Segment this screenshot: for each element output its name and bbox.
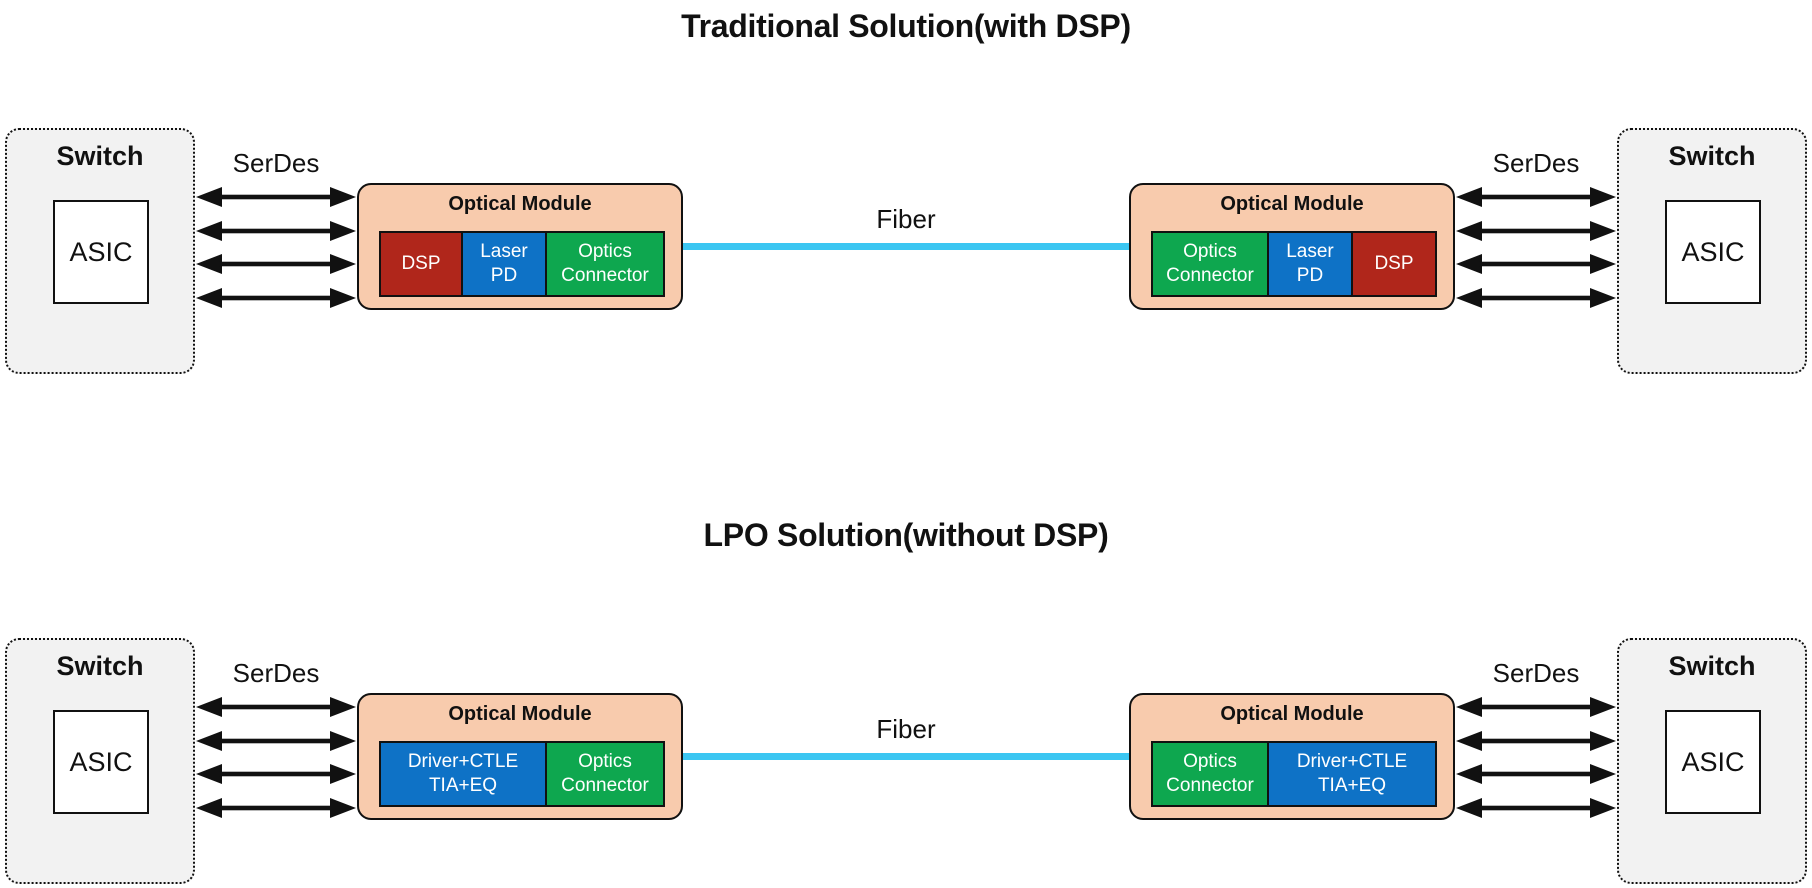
block-label: TIA+EQ [1317, 775, 1387, 796]
module-blocks: DSP Laser PD Optics Connector [379, 231, 665, 297]
dsp-block: DSP [379, 231, 463, 297]
laser-pd-block: Laser PD [463, 231, 547, 297]
double-arrow-icon [1456, 218, 1616, 244]
switch-label: Switch [1668, 651, 1756, 681]
fiber-label-bottom: Fiber [876, 714, 936, 744]
fiber-label-top: Fiber [876, 204, 936, 234]
section-title-traditional: Traditional Solution(with DSP) [681, 8, 1131, 44]
block-label: TIA+EQ [428, 775, 498, 796]
double-arrow-icon [1456, 285, 1616, 311]
optical-module-title: Optical Module [448, 703, 592, 725]
module-blocks: Optics Connector Driver+CTLE TIA+EQ [1151, 741, 1437, 807]
driver-ctle-block: Driver+CTLE TIA+EQ [379, 741, 547, 807]
double-arrow-icon [196, 728, 356, 754]
asic-chip: ASIC [1665, 710, 1761, 814]
serdes-label-top-left: SerDes [232, 148, 320, 178]
optical-module-title: Optical Module [1220, 193, 1364, 215]
block-label: Driver+CTLE [1296, 751, 1408, 773]
double-arrow-icon [196, 218, 356, 244]
switch-box-bottom-left: Switch ASIC [5, 638, 195, 884]
fiber-link-bottom [683, 753, 1129, 760]
block-label: Connector [561, 775, 649, 796]
dsp-block: DSP [1353, 231, 1437, 297]
block-label: Laser [480, 241, 528, 263]
section-title-lpo: LPO Solution(without DSP) [703, 517, 1109, 553]
block-label: Optics [1183, 751, 1237, 773]
block-label: DSP [1374, 253, 1414, 275]
block-label: Connector [1166, 775, 1254, 796]
block-label: Optics [578, 241, 632, 263]
switch-box-top-left: Switch ASIC [5, 128, 195, 374]
double-arrow-icon [196, 251, 356, 277]
laser-pd-block: Laser PD [1269, 231, 1353, 297]
asic-chip: ASIC [1665, 200, 1761, 304]
fiber-link-top [683, 243, 1129, 250]
block-label: PD [1296, 265, 1324, 286]
double-arrow-icon [196, 694, 356, 720]
double-arrow-icon [1456, 728, 1616, 754]
optics-connector-block: Optics Connector [1151, 741, 1269, 807]
optical-module-top-right: Optical Module Optics Connector Laser PD… [1129, 183, 1455, 310]
block-label: PD [490, 265, 518, 286]
block-label: Connector [561, 265, 649, 286]
block-label: Optics [578, 751, 632, 773]
module-blocks: Driver+CTLE TIA+EQ Optics Connector [379, 741, 665, 807]
asic-chip: ASIC [53, 200, 149, 304]
driver-ctle-block: Driver+CTLE TIA+EQ [1269, 741, 1437, 807]
double-arrow-icon [196, 285, 356, 311]
optical-module-title: Optical Module [448, 193, 592, 215]
optics-connector-block: Optics Connector [547, 231, 665, 297]
asic-chip: ASIC [53, 710, 149, 814]
block-label: Driver+CTLE [407, 751, 519, 773]
serdes-label-top-right: SerDes [1492, 148, 1580, 178]
optics-connector-block: Optics Connector [1151, 231, 1269, 297]
optics-connector-block: Optics Connector [547, 741, 665, 807]
optical-module-bottom-left: Optical Module Driver+CTLE TIA+EQ Optics… [357, 693, 683, 820]
switch-box-top-right: Switch ASIC [1617, 128, 1807, 374]
block-label: Optics [1183, 241, 1237, 263]
optical-module-bottom-right: Optical Module Optics Connector Driver+C… [1129, 693, 1455, 820]
double-arrow-icon [1456, 251, 1616, 277]
block-label: DSP [401, 253, 441, 275]
block-label: Connector [1166, 265, 1254, 286]
optical-module-top-left: Optical Module DSP Laser PD Optics Conne… [357, 183, 683, 310]
double-arrow-icon [1456, 795, 1616, 821]
optical-module-title: Optical Module [1220, 703, 1364, 725]
block-label: Laser [1286, 241, 1334, 263]
switch-box-bottom-right: Switch ASIC [1617, 638, 1807, 884]
double-arrow-icon [196, 761, 356, 787]
double-arrow-icon [196, 795, 356, 821]
double-arrow-icon [1456, 184, 1616, 210]
module-blocks: Optics Connector Laser PD DSP [1151, 231, 1437, 297]
switch-label: Switch [56, 651, 144, 681]
double-arrow-icon [1456, 761, 1616, 787]
double-arrow-icon [1456, 694, 1616, 720]
switch-label: Switch [56, 141, 144, 171]
double-arrow-icon [196, 184, 356, 210]
serdes-label-bottom-right: SerDes [1492, 658, 1580, 688]
switch-label: Switch [1668, 141, 1756, 171]
serdes-label-bottom-left: SerDes [232, 658, 320, 688]
